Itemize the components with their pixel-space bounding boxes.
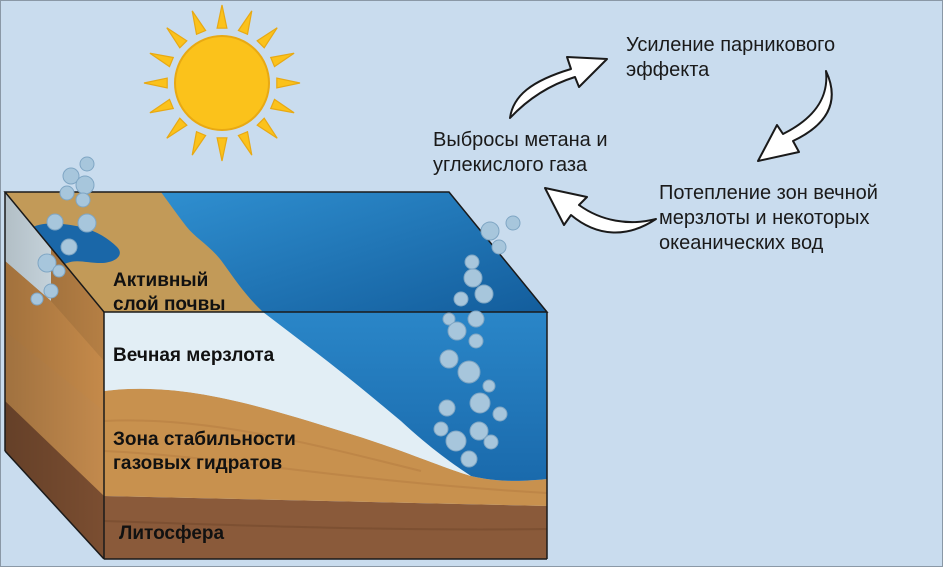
bubble-icon — [467, 310, 485, 328]
bubble-icon — [491, 239, 507, 255]
bubble-icon — [480, 221, 500, 241]
block-front-face — [103, 312, 548, 559]
sun-ray — [256, 117, 278, 139]
bubble-icon — [492, 406, 508, 422]
block-edges — [3, 191, 549, 560]
bubble-icon — [457, 360, 481, 384]
bubble-icon — [62, 167, 80, 185]
bubble-icon — [52, 264, 66, 278]
bubble-icon — [464, 254, 480, 270]
sun-ray — [149, 98, 175, 114]
bubble-icon — [453, 291, 469, 307]
sun-ray — [237, 10, 253, 36]
cycle-arrow-icon — [509, 56, 608, 119]
bubble-icon — [447, 321, 467, 341]
sun-icon — [143, 4, 301, 162]
bubble-icon — [482, 379, 496, 393]
bubble-icon — [37, 253, 57, 273]
sun-ray — [191, 10, 207, 36]
sun-ray — [276, 77, 301, 89]
bubble-icon — [483, 434, 499, 450]
bubble-icon — [439, 349, 459, 369]
hydrate-zone-label: Зона стабильности газовых гидратов — [113, 429, 296, 474]
bubble-icon — [460, 450, 478, 468]
greenhouse-label: Усиление парникового эффекта — [626, 34, 836, 81]
bubble-icon — [469, 392, 491, 414]
cycle-arrows — [509, 56, 833, 234]
bubble-icon — [75, 192, 91, 208]
sun-ray — [216, 137, 228, 162]
bubble-icon — [79, 156, 95, 172]
sun-ray — [269, 98, 295, 114]
bubble-icon — [505, 215, 521, 231]
permafrost-layer — [104, 312, 476, 477]
bubble-icon — [30, 292, 44, 306]
bubble-icon — [433, 421, 449, 437]
sun-ray — [149, 52, 175, 68]
cycle-arrow-icon — [757, 70, 833, 162]
lithosphere-label: Литосфера — [119, 523, 225, 544]
bubble-icon — [442, 312, 456, 326]
bubble-icon — [75, 175, 95, 195]
bubble-icon — [438, 399, 456, 417]
sun-ray — [256, 27, 278, 49]
cycle-arrow-icon — [544, 187, 657, 234]
sun-ray — [143, 77, 168, 89]
warming-label: Потепление зон вечной мерзлоты и некотор… — [659, 182, 878, 254]
bubble-icon — [445, 430, 467, 452]
emissions-label: Выбросы метана и углекислого газа — [433, 129, 608, 176]
bubble-icon — [469, 421, 489, 441]
sun-ray — [166, 27, 188, 49]
block-side-face — [5, 192, 104, 559]
sun-ray — [216, 4, 228, 29]
sun-ray — [269, 52, 295, 68]
active-soil-label: Активный слой почвы — [113, 270, 226, 315]
bubble-icon — [474, 284, 494, 304]
permafrost-label: Вечная мерзлота — [113, 345, 275, 366]
sun-ray — [166, 117, 188, 139]
sun-ray — [237, 130, 253, 156]
block-top-face — [5, 192, 547, 312]
bubble-icon — [60, 238, 78, 256]
bubble-icon — [43, 283, 59, 299]
bubble-icon — [468, 333, 484, 349]
bubble-icon — [77, 213, 97, 233]
bubble-icon — [46, 213, 64, 231]
bubble-icon — [463, 268, 483, 288]
bubble-icon — [59, 185, 75, 201]
bubbles — [30, 156, 521, 468]
sun-ray — [191, 130, 207, 156]
